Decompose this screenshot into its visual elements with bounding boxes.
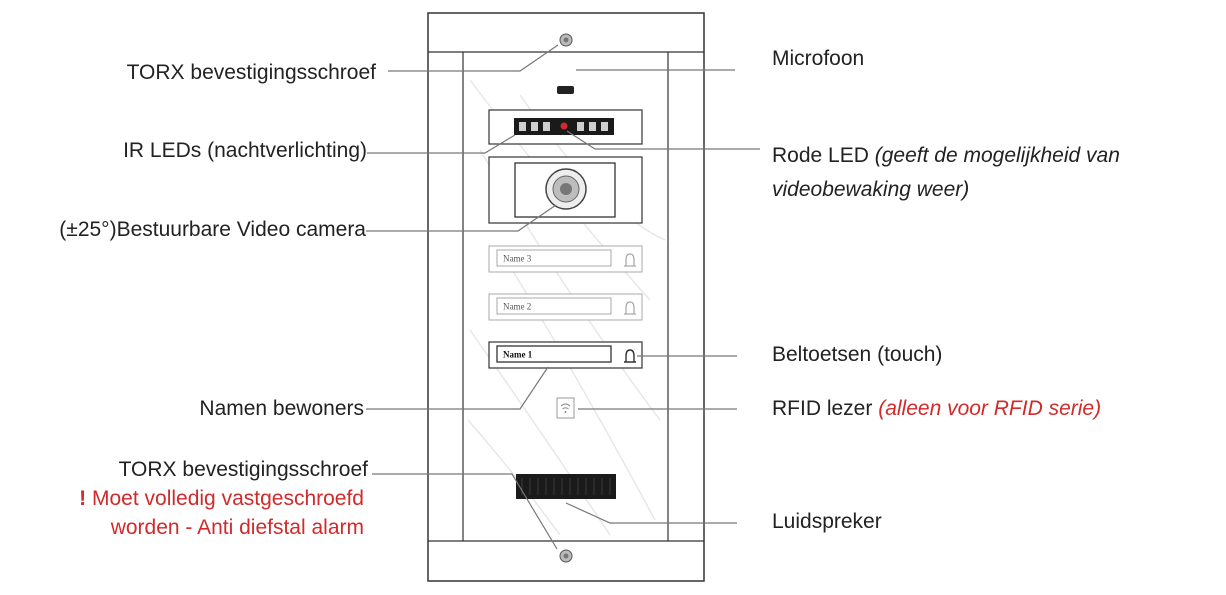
label-names: Namen bewoners (199, 397, 364, 420)
rfid-reader (556, 397, 575, 419)
leader-speaker (565, 502, 737, 524)
label-ir-leds: IR LEDs (nachtverlichting) (123, 139, 367, 162)
label-torx-bottom: TORX bevestigingsschroef (118, 458, 368, 481)
call-button-3-name: Name 3 (503, 254, 532, 264)
label-red-led: Rode LED (geeft de mogelijkheid van (772, 143, 1120, 169)
rfid-title: RFID lezer (772, 397, 873, 420)
warning-exclamation: ! (79, 487, 87, 510)
leader-lines (366, 44, 760, 550)
label-speaker: Luidspreker (772, 510, 882, 533)
call-button-1[interactable]: Name 1 (488, 341, 643, 369)
speaker-grille-lines (521, 478, 611, 495)
camera-lens (545, 168, 587, 210)
torx-screw-bottom (559, 549, 573, 563)
label-warning-line1: ! Moet volledig vastgeschroefd (79, 486, 364, 512)
call-button-2[interactable]: Name 2 (488, 293, 643, 321)
call-button-2-name: Name 2 (503, 302, 531, 312)
leader-ir-leds (367, 134, 516, 154)
leader-torx-bottom (372, 473, 558, 550)
label-camera: (±25°)Bestuurbare Video camera (59, 218, 366, 241)
label-torx-top: TORX bevestigingsschroef (126, 61, 376, 84)
leader-red-led (566, 130, 760, 150)
bell-icon (624, 301, 636, 315)
red-led (560, 122, 568, 130)
speaker-grille (516, 474, 616, 499)
leader-names (366, 366, 549, 410)
microphone-slot (557, 86, 574, 94)
bell-icon (624, 253, 636, 267)
rfid-note: (alleen voor RFID serie) (878, 397, 1102, 420)
wifi-icon (560, 403, 571, 410)
label-call-buttons: Beltoetsen (touch) (772, 343, 943, 366)
label-rfid: RFID lezer (alleen voor RFID serie) (772, 396, 1101, 422)
red-led-note-1: (geeft de mogelijkheid van (874, 144, 1120, 167)
warning-text-1: Moet volledig vastgeschroefd (92, 487, 364, 510)
label-microphone: Microfoon (772, 47, 865, 70)
leader-torx-top (388, 44, 559, 72)
ir-led-dots (519, 122, 608, 131)
label-warning-line2: worden - Anti diefstal alarm (110, 516, 364, 539)
label-red-led-note-2: videobewaking weer) (772, 178, 970, 201)
red-led-title: Rode LED (772, 144, 869, 167)
call-button-1-name: Name 1 (503, 350, 533, 360)
leader-camera (366, 204, 557, 232)
torx-screw-top (559, 33, 573, 47)
bell-icon (624, 349, 636, 363)
call-button-3[interactable]: Name 3 (488, 245, 643, 273)
